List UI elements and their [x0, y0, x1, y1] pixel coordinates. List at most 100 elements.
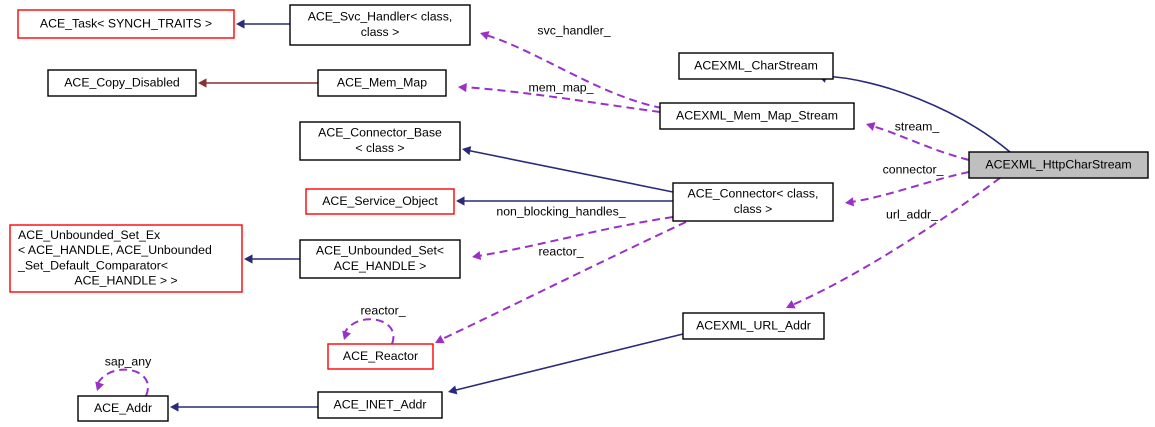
node-box[interactable]	[299, 239, 461, 279]
edge-label: sap_any	[105, 354, 152, 368]
edge-arrowhead	[236, 19, 245, 29]
class-node-acexml_mem_map_stream[interactable]: ACEXML_Mem_Map_Stream	[659, 102, 855, 130]
node-box[interactable]	[47, 69, 197, 97]
edge-arrowhead	[170, 402, 179, 412]
edge-line	[789, 177, 1001, 307]
edge-line	[850, 171, 970, 203]
node-box[interactable]	[317, 391, 443, 419]
node-label-line: ACE_Svc_Handler< class,	[308, 10, 453, 24]
edge-arrowhead	[244, 254, 253, 264]
edge-unbounded_set_to_unbounded_set_ex	[244, 254, 300, 264]
edge-arrowhead	[95, 381, 105, 391]
edge-line	[465, 149, 674, 193]
edge-arrowhead	[435, 335, 445, 344]
edge-line	[451, 333, 684, 392]
node-box[interactable]	[968, 151, 1149, 179]
class-node-ace_connector_base[interactable]: ACE_Connector_Base< class >	[299, 121, 461, 161]
class-node-ace_unbounded_set_ex[interactable]: ACE_Unbounded_Set_Ex< ACE_HANDLE, ACE_Un…	[9, 224, 243, 293]
edge-arrowhead	[448, 385, 458, 395]
edge-reactor_usage: reactor_	[435, 221, 687, 344]
node-box[interactable]	[678, 52, 834, 80]
edge-line	[485, 34, 663, 109]
edge-arrowhead	[786, 300, 796, 309]
edge-line	[477, 216, 674, 257]
class-node-ace_addr[interactable]: ACE_Addr	[77, 395, 169, 422]
node-label-line: class >	[361, 25, 400, 39]
edge-label: stream_	[895, 119, 940, 133]
node-label-line: ACE_HANDLE > >	[74, 274, 177, 288]
edge-line	[439, 221, 687, 341]
class-node-ace_mem_map[interactable]: ACE_Mem_Map	[317, 69, 447, 97]
edge-line	[97, 368, 149, 397]
edge-line	[821, 75, 1011, 153]
node-box[interactable]	[9, 224, 243, 293]
node-layer: ACE_Task< SYNCH_TRAITS > ACE_Svc_Handler<…	[9, 4, 1149, 422]
node-label-line: ACE_Unbounded_Set<	[316, 244, 444, 258]
edge-connector_usage: connector_	[845, 162, 970, 207]
class-node-acexml_http_char_stream[interactable]: ACEXML_HttpCharStream	[968, 151, 1149, 179]
edge-label: svc_handler_	[537, 23, 610, 37]
edge-non_blocking_handles_usage: non_blocking_handles_	[472, 204, 674, 261]
node-box[interactable]	[659, 102, 855, 130]
edge-label: reactor_	[360, 303, 405, 317]
edge-mem_map_to_copy_disabled	[198, 78, 318, 88]
node-label-line: ACE_Task< SYNCH_TRAITS >	[40, 16, 212, 30]
edge-arrowhead	[198, 78, 207, 88]
node-box[interactable]	[17, 9, 235, 39]
edge-label: non_blocking_handles_	[496, 204, 625, 218]
edge-stream_usage: stream_	[866, 119, 970, 161]
class-node-ace_service_object[interactable]: ACE_Service_Object	[305, 188, 455, 215]
node-label-line: ACE_Reactor	[343, 349, 418, 363]
edge-label: reactor_	[538, 244, 583, 258]
node-label-line: ACEXML_Mem_Map_Stream	[676, 108, 838, 122]
class-node-ace_reactor[interactable]: ACE_Reactor	[327, 343, 434, 370]
edge-arrowhead	[462, 146, 472, 156]
edge-connector_to_service_object	[456, 196, 673, 206]
edge-arrowhead	[342, 330, 352, 340]
edge-inet_addr_to_addr	[170, 402, 318, 412]
node-box[interactable]	[77, 395, 169, 422]
edge-line	[344, 318, 395, 345]
edge-mem_map_usage: mem_map_	[458, 80, 661, 113]
node-label-line: ACEXML_HttpCharStream	[985, 157, 1131, 171]
node-label-line: _Set_Default_Comparator<	[17, 258, 168, 272]
node-label-line: ACE_Connector_Base	[318, 126, 442, 140]
node-box[interactable]	[327, 343, 434, 370]
edge-svc_handler_usage: svc_handler_	[480, 23, 663, 109]
node-box[interactable]	[672, 182, 834, 222]
node-box[interactable]	[317, 69, 447, 97]
edge-arrowhead	[480, 31, 490, 40]
node-label-line: class >	[734, 202, 773, 216]
self-loop-reactor_self_loop: reactor_	[342, 303, 406, 345]
edge-connector_to_connector_base	[462, 146, 674, 193]
class-node-ace_connector[interactable]: ACE_Connector< class,class >	[672, 182, 834, 222]
edge-url_addr_to_inet_addr	[448, 333, 684, 395]
class-node-acexml_url_addr[interactable]: ACEXML_URL_Addr	[682, 312, 825, 340]
node-box[interactable]	[299, 121, 461, 161]
class-node-ace_svc_handler[interactable]: ACE_Svc_Handler< class,class >	[289, 4, 471, 46]
node-label-line: ACE_Copy_Disabled	[64, 75, 180, 89]
class-node-acexml_char_stream[interactable]: ACEXML_CharStream	[678, 52, 834, 80]
node-box[interactable]	[305, 188, 455, 215]
class-node-ace_inet_addr[interactable]: ACE_INET_Addr	[317, 391, 443, 419]
self-loop-sap_any_self_loop: sap_any	[95, 354, 152, 397]
class-node-ace_task[interactable]: ACE_Task< SYNCH_TRAITS >	[17, 9, 235, 39]
class-node-ace_unbounded_set[interactable]: ACE_Unbounded_Set<ACE_HANDLE >	[299, 239, 461, 279]
node-label-line: ACEXML_CharStream	[694, 58, 818, 72]
edge-line	[871, 125, 970, 161]
node-label-line: < class >	[355, 141, 404, 155]
node-box[interactable]	[682, 312, 825, 340]
class-node-ace_copy_disabled[interactable]: ACE_Copy_Disabled	[47, 69, 197, 97]
edge-line	[463, 86, 661, 113]
edge-arrowhead	[458, 83, 467, 93]
edge-arrowhead	[472, 250, 482, 261]
node-label-line: ACE_HANDLE >	[334, 259, 427, 273]
edge-arrowhead	[845, 197, 855, 207]
edge-label: mem_map_	[529, 80, 594, 94]
node-label-line: ACE_Unbounded_Set_Ex	[18, 228, 161, 242]
edge-arrowhead	[456, 196, 465, 206]
node-box[interactable]	[289, 4, 471, 46]
node-label-line: ACE_Addr	[94, 401, 152, 415]
